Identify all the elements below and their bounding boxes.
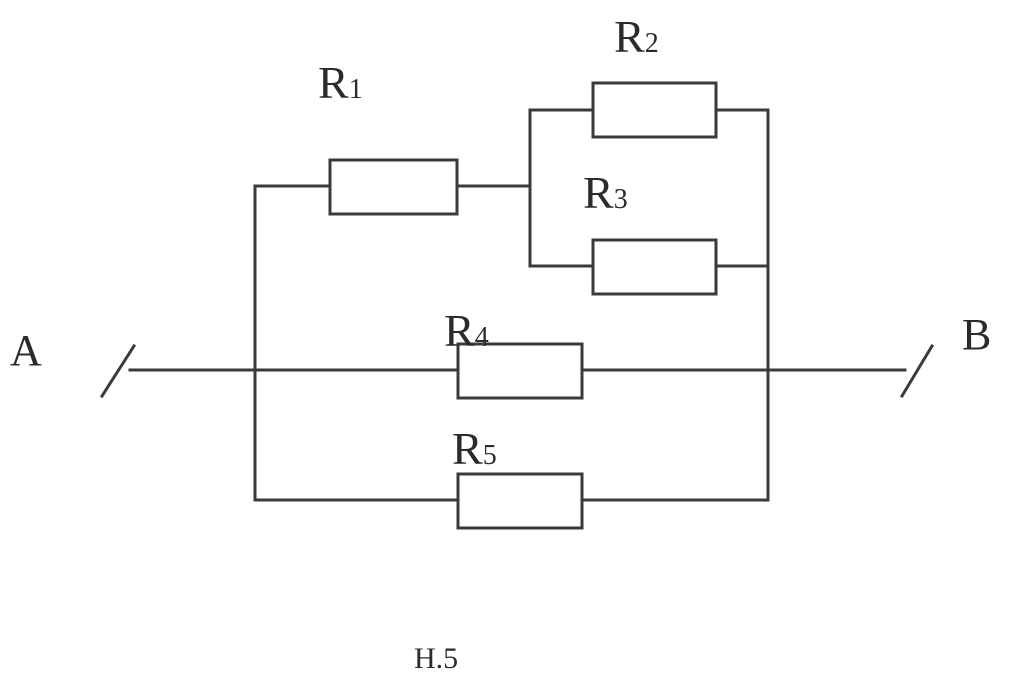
label-r4-letter: R <box>444 305 475 356</box>
terminal-a-label: A <box>10 326 42 375</box>
terminal-a-tick <box>99 343 137 399</box>
label-r1-index: 1 <box>349 74 363 105</box>
label-r2-index: 2 <box>645 28 659 59</box>
resistor-r5 <box>456 472 584 530</box>
label-r2-letter: R <box>614 11 645 62</box>
label-r3: R3 <box>583 167 628 218</box>
label-r4: R4 <box>444 305 489 356</box>
resistor-r4 <box>456 342 584 400</box>
label-r3-letter: R <box>583 167 614 218</box>
label-r2: R2 <box>614 11 659 62</box>
resistor-r3 <box>591 238 718 296</box>
label-r5-index: 5 <box>483 440 497 471</box>
label-r5-letter: R <box>452 423 483 474</box>
label-r5: R5 <box>452 423 497 474</box>
label-r1-letter: R <box>318 57 349 108</box>
resistor-r2 <box>591 81 718 139</box>
label-r3-index: 3 <box>614 184 628 215</box>
resistor-r1 <box>328 158 459 216</box>
terminal-b-label: B <box>962 310 991 359</box>
label-r1: R1 <box>318 57 363 108</box>
figure-caption: H.5 <box>414 642 458 675</box>
terminal-b-tick <box>899 343 935 399</box>
label-r4-index: 4 <box>475 322 489 353</box>
